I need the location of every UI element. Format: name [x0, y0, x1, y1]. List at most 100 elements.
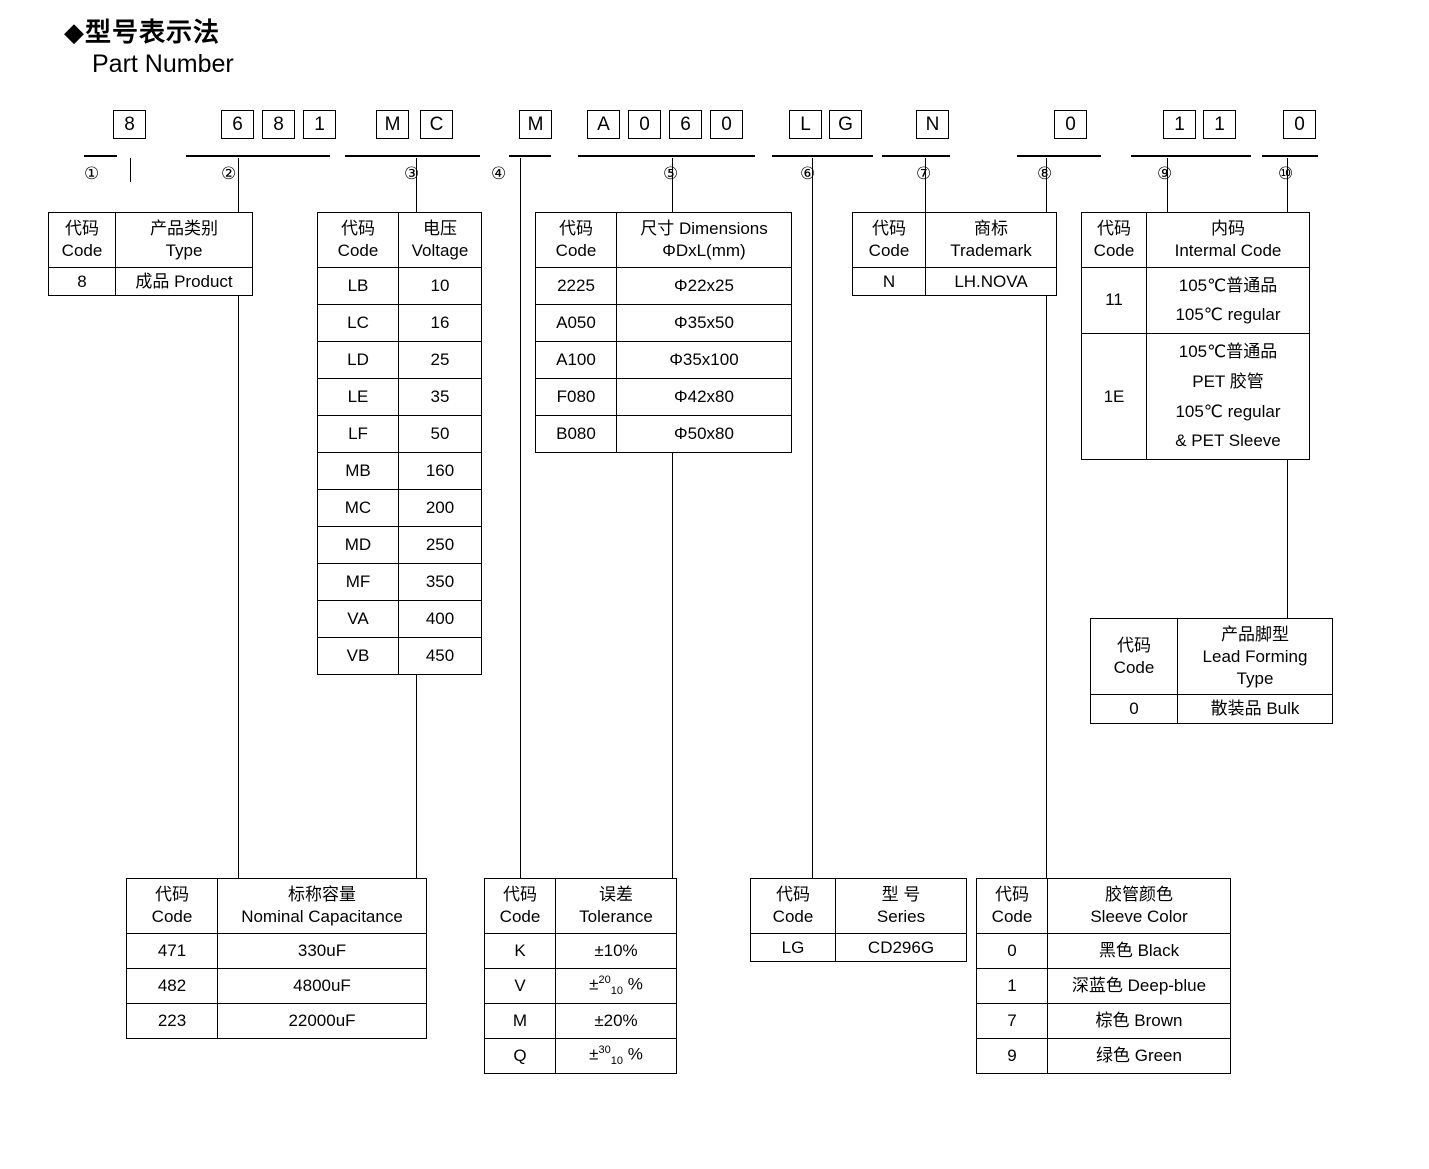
page-title-cn: ◆型号表示法: [64, 12, 220, 49]
row-value: Φ35x100: [616, 340, 792, 379]
row-value-line: & PET Sleeve: [1175, 431, 1281, 451]
voltage-header-value: 电压 Voltage: [398, 212, 482, 268]
table-row: K±10%: [484, 932, 677, 969]
row-value: 330uF: [217, 932, 427, 969]
row-value: ±10%: [555, 932, 677, 969]
table-row: 1E 105℃普通品 PET 胶管 105℃ regular & PET Sleeve: [1081, 333, 1310, 460]
table-type: 代码 Code 产品类别 Type 8 成品 Product: [48, 212, 253, 297]
row-value: Φ50x80: [616, 414, 792, 453]
series-header-code: 代码 Code: [750, 878, 836, 934]
row-value: 350: [398, 562, 482, 601]
group-bar: [1262, 155, 1318, 157]
row-value: Φ42x80: [616, 377, 792, 416]
type-row-code: 8: [48, 266, 116, 297]
row-code: VB: [317, 636, 399, 675]
row-value: ±2010 %: [555, 967, 677, 1004]
page-title-en: Part Number: [92, 50, 234, 78]
connector-line: [925, 158, 926, 214]
group-bar: [84, 155, 117, 157]
connector-line: [130, 158, 131, 182]
row-value-line: PET 胶管: [1192, 371, 1264, 391]
part-number-char: 6: [221, 110, 254, 139]
row-code: A050: [535, 303, 617, 342]
row-value: 22000uF: [217, 1002, 427, 1039]
type-row-value: 成品 Product: [115, 266, 253, 297]
table-row: 8 成品 Product: [48, 266, 253, 297]
row-value: 160: [398, 451, 482, 490]
trademark-row-value: LH.NOVA: [925, 266, 1057, 297]
part-number-char: A: [587, 110, 620, 139]
trademark-header-value: 商标 Trademark: [925, 212, 1057, 268]
table-row: V±2010 %: [484, 967, 677, 1004]
sleeve-header-value: 胶管颜色 Sleeve Color: [1047, 878, 1231, 934]
part-number-char: 0: [628, 110, 661, 139]
row-code: 1E: [1081, 333, 1147, 460]
voltage-header-code: 代码 Code: [317, 212, 399, 268]
connector-line: [520, 158, 521, 880]
group-bar: [1017, 155, 1101, 157]
tolerance-header-value: 误差 Tolerance: [555, 878, 677, 934]
row-value: Φ35x50: [616, 303, 792, 342]
row-value-line: 105℃普通品: [1178, 342, 1278, 361]
row-value: ±3010 %: [555, 1037, 677, 1074]
dimensions-header-code: 代码 Code: [535, 212, 617, 268]
part-number-char: 6: [669, 110, 702, 139]
row-code: LC: [317, 303, 399, 342]
row-code: F080: [535, 377, 617, 416]
table-series: 代码 Code 型 号 Series LG CD296G: [750, 878, 967, 963]
table-tolerance: 代码 Code 误差 Tolerance K±10%V±2010 %M±20%Q…: [484, 878, 677, 1074]
row-value: 450: [398, 636, 482, 675]
row-value-line: 105℃ regular: [1175, 401, 1281, 421]
group-bar: [772, 155, 873, 157]
row-value: 绿色 Green: [1047, 1037, 1231, 1074]
row-code: VA: [317, 599, 399, 638]
row-code: MC: [317, 488, 399, 527]
row-code: 2225: [535, 266, 617, 305]
row-value: 棕色 Brown: [1047, 1002, 1231, 1039]
row-value: 50: [398, 414, 482, 453]
internal-header-code: 代码 Code: [1081, 212, 1147, 268]
row-code: LD: [317, 340, 399, 379]
part-number-char: 8: [113, 110, 146, 139]
lead-header-code: 代码 Code: [1090, 617, 1178, 696]
table-row: LG CD296G: [750, 932, 967, 963]
row-value: 10: [398, 266, 482, 305]
group-index: ①: [84, 164, 100, 183]
connector-line: [812, 158, 813, 878]
part-number-char: 8: [262, 110, 295, 139]
group-bar: [345, 155, 480, 157]
group-index: ⑧: [1037, 164, 1053, 183]
row-value: 25: [398, 340, 482, 379]
table-row: 0 散装品 Bulk: [1090, 694, 1333, 724]
row-code: MF: [317, 562, 399, 601]
dimensions-header-value: 尺寸 Dimensions ΦDxL(mm): [616, 212, 792, 268]
row-code: MD: [317, 525, 399, 564]
internal-header-value: 内码 Intermal Code: [1146, 212, 1310, 268]
group-index: ②: [221, 164, 237, 183]
row-value: 黑色 Black: [1047, 932, 1231, 969]
series-header-value: 型 号 Series: [835, 878, 967, 934]
series-row-value: CD296G: [835, 932, 967, 963]
group-index: ⑨: [1157, 164, 1173, 183]
sleeve-header-code: 代码 Code: [976, 878, 1048, 934]
connector-line: [1046, 158, 1047, 880]
row-code: LB: [317, 266, 399, 305]
part-number-char: C: [420, 110, 453, 139]
